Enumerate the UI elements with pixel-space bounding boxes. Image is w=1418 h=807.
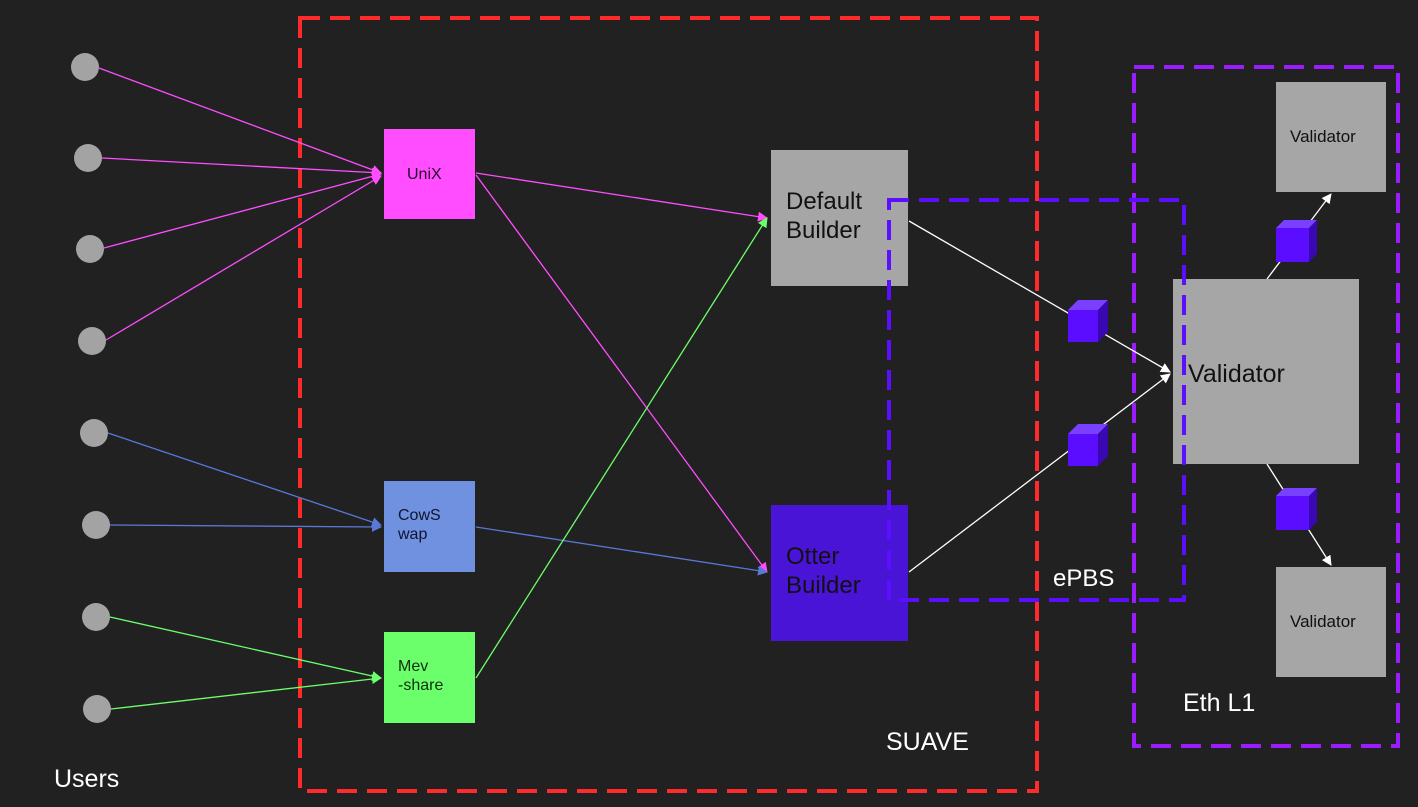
user-node <box>82 511 110 539</box>
validator-top-node: Validator <box>1276 82 1386 192</box>
edges-to-unix <box>98 67 768 573</box>
edge-user-unix <box>103 171 382 249</box>
block-cube-icon <box>1068 424 1108 466</box>
otter-builder-node: Otter Builder <box>771 505 908 641</box>
edge-user-cowswap <box>109 521 382 532</box>
edge-unix-otter <box>475 174 768 573</box>
user-node <box>83 695 111 723</box>
epbs-label: ePBS <box>1053 565 1115 592</box>
edge-user-mevshare <box>109 616 382 681</box>
edge-user-unix <box>105 175 382 341</box>
user-nodes <box>71 53 111 723</box>
edges-to-mevshare <box>109 217 768 710</box>
validator-top-label: Validator <box>1290 127 1356 146</box>
otter-builder-label: Otter Builder <box>786 543 861 599</box>
block-cube-icon <box>1068 300 1108 342</box>
edge-user-cowswap <box>107 432 382 527</box>
cowswap-node: CowS wap <box>384 481 475 572</box>
suave-region <box>298 16 1039 793</box>
user-node <box>76 235 104 263</box>
mevshare-label: Mev -share <box>398 658 444 695</box>
default-builder-label: Default Builder <box>786 188 863 244</box>
edges-to-cowswap <box>107 432 768 576</box>
edge-mevshare-default <box>475 217 768 679</box>
block-cube-icon <box>1276 488 1317 530</box>
users-label: Users <box>54 765 120 793</box>
user-node <box>78 327 106 355</box>
user-node <box>80 419 108 447</box>
mevshare-node: Mev -share <box>384 632 475 723</box>
edge-unix-default <box>475 172 768 222</box>
eth-l1-label: Eth L1 <box>1183 689 1256 717</box>
block-cube-icon <box>1276 220 1317 262</box>
cowswap-label: CowS wap <box>398 507 441 544</box>
edge-user-unix <box>98 67 382 175</box>
validator-main-label: Validator <box>1188 360 1285 388</box>
user-node <box>71 53 99 81</box>
edge-otter-validator <box>908 373 1171 573</box>
edge-cowswap-otter <box>475 526 768 576</box>
epbs-region <box>887 198 1186 602</box>
edge-user-unix <box>101 157 382 178</box>
edge-user-mevshare <box>110 674 382 710</box>
unix-label: UniX <box>407 166 442 183</box>
validator-main-node: Validator <box>1173 279 1359 464</box>
block-cubes <box>1068 220 1317 530</box>
suave-label: SUAVE <box>886 728 969 756</box>
edge-default-validator <box>908 220 1171 373</box>
eth-l1-region <box>1132 65 1400 748</box>
validator-bottom-node: Validator <box>1276 567 1386 677</box>
user-node <box>82 603 110 631</box>
unix-node: UniX <box>384 129 475 219</box>
user-node <box>74 144 102 172</box>
default-builder-node: Default Builder <box>771 150 908 286</box>
validator-bottom-label: Validator <box>1290 612 1356 631</box>
